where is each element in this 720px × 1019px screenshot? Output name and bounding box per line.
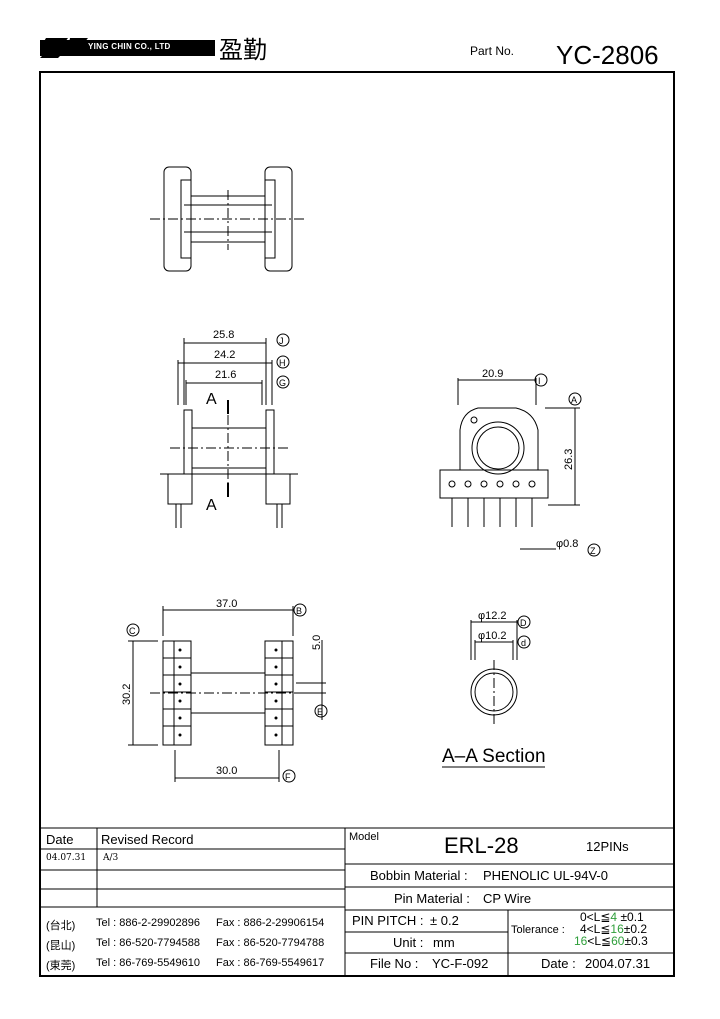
tolerance-limit-1: 4	[610, 910, 618, 924]
model-label: Model	[349, 831, 379, 843]
dim-pin-dia: φ0.8	[556, 538, 578, 550]
tolerance-range-2: 4<L≦	[580, 922, 611, 936]
pin-pitch: ± 0.2	[430, 913, 459, 928]
company-name: YING CHIN CO., LTD	[88, 42, 171, 51]
dim-21-6: 21.6	[215, 369, 236, 381]
revision-record-header: Revised Record	[101, 832, 194, 847]
contact-loc-kunshan: (昆山)	[46, 940, 76, 952]
file-number: YC-F-092	[432, 956, 489, 971]
part-number-label: Part No.	[470, 44, 515, 58]
pin-count: 12PINs	[586, 839, 629, 854]
contact-fax-dongguan: Fax : 86-769-5549617	[216, 957, 325, 969]
dim-26-3: 26.3	[563, 449, 575, 470]
contact-loc-dongguan: (東莞)	[46, 960, 76, 972]
drawing-frame	[39, 71, 675, 977]
ref-H: H	[279, 358, 286, 368]
bottom-view	[128, 606, 326, 782]
ref-G: G	[279, 378, 286, 388]
tolerance-value-1: ±0.1	[620, 910, 644, 924]
ref-J: J	[279, 336, 284, 346]
pin-material: CP Wire	[483, 891, 532, 906]
ref-D: D	[520, 618, 527, 628]
tolerance-label: Tolerance :	[511, 924, 565, 936]
contact-fax-taipei: Fax : 886-2-29906154	[216, 917, 325, 929]
ref-E: E	[317, 707, 323, 717]
contact-tel-taipei: Tel : 886-2-29902896	[96, 917, 200, 929]
dim-30-2: 30.2	[121, 684, 133, 705]
title-block-grid	[41, 827, 674, 975]
dim-24-2: 24.2	[214, 349, 235, 361]
tolerance-row-1: 0<L≦4 ±0.1	[580, 911, 644, 923]
tolerance-value-2: ±0.2	[623, 922, 648, 936]
date-value: 2004.07.31	[585, 956, 651, 971]
bobbin-material: PHENOLIC UL-94V-0	[483, 868, 608, 883]
model-name: ERL-28	[444, 833, 519, 858]
ref-C: C	[129, 626, 136, 636]
section-marker-bottom: A	[206, 497, 217, 514]
dim-12-2: φ12.2	[478, 610, 507, 622]
date-label: Date :	[541, 956, 576, 971]
top-view	[150, 166, 306, 272]
company-logo-icon	[40, 38, 88, 58]
dim-30-0: 30.0	[216, 765, 237, 777]
pin-material-label: Pin Material :	[394, 891, 470, 906]
dim-25-8: 25.8	[213, 329, 234, 341]
revision-date-header: Date	[46, 832, 74, 847]
ref-Z: Z	[590, 546, 596, 556]
contact-tel-kunshan: Tel : 86-520-7794588	[96, 937, 200, 949]
company-logo-bar	[40, 40, 215, 56]
contact-tel-dongguan: Tel : 86-769-5549610	[96, 957, 200, 969]
tolerance-range-1: 0<L≦	[580, 910, 611, 924]
section-marker-top: A	[206, 391, 217, 408]
tolerance-row-3: 16<L≦60±0.3	[574, 935, 648, 947]
tolerance-limit-3: 60	[611, 934, 625, 948]
ref-I: I	[538, 376, 541, 386]
side-view	[160, 338, 298, 528]
front-view	[439, 378, 580, 550]
revision-row-record: A/3	[103, 853, 119, 863]
section-view	[442, 620, 545, 768]
tolerance-range-3a: 16	[574, 934, 588, 948]
contact-loc-taipei: (台北)	[46, 920, 76, 932]
pin-pitch-label: PIN PITCH :	[352, 913, 424, 928]
ref-d: d	[521, 638, 526, 648]
ref-B: B	[296, 606, 302, 616]
contact-fax-kunshan: Fax : 86-520-7794788	[216, 937, 325, 949]
section-title: A–A Section	[442, 746, 546, 767]
tolerance-value-3: ±0.3	[624, 934, 648, 948]
revision-row-date: 04.07.31	[46, 853, 87, 863]
tolerance-range-3b: <L≦	[587, 934, 612, 948]
company-chinese-name: 盈勤	[219, 36, 267, 64]
unit-label: Unit :	[393, 935, 424, 950]
dim-5-0: 5.0	[311, 635, 323, 650]
bobbin-material-label: Bobbin Material :	[370, 868, 468, 883]
dim-10-2: φ10.2	[478, 630, 507, 642]
dim-20-9: 20.9	[482, 368, 503, 380]
part-number: YC-2806	[556, 40, 659, 70]
ref-F: F	[285, 772, 291, 782]
ref-A: A	[571, 395, 577, 405]
tolerance-limit-2: 16	[610, 922, 624, 936]
dim-37-0: 37.0	[216, 598, 237, 610]
file-number-label: File No :	[370, 956, 419, 971]
tolerance-row-2: 4<L≦16±0.2	[580, 923, 647, 935]
unit-value: mm	[433, 935, 455, 950]
